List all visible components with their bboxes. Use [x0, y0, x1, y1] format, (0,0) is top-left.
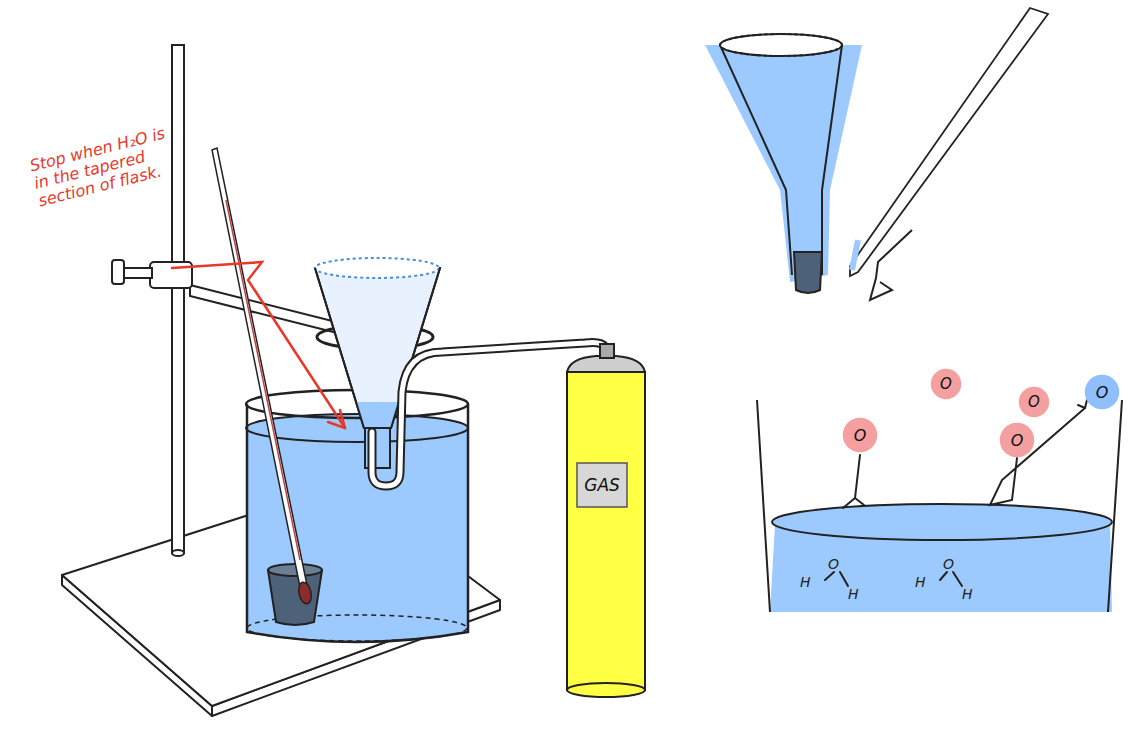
atom-circle: O [842, 417, 878, 453]
handwritten-note: Stop when H₂O is in the tapered section … [28, 124, 177, 210]
atom-symbol: O [940, 375, 952, 393]
funnel [315, 258, 440, 468]
atom-circle: O [930, 368, 962, 400]
hydrogen-label: H [800, 574, 811, 590]
small-cup [268, 564, 322, 625]
beaker [246, 390, 468, 642]
annotation-arrow [172, 262, 345, 428]
cylinder-label: GAS [576, 462, 628, 508]
molecule-arrows [825, 400, 1087, 586]
oxygen-label: O [943, 556, 954, 572]
detail-pipette [850, 8, 1048, 300]
atom-symbol: O [1096, 383, 1109, 402]
atom-circle: O [999, 422, 1035, 458]
detail-beaker [757, 400, 1122, 612]
atom-circle: O [1084, 374, 1120, 410]
gas-label: GAS [584, 475, 620, 495]
gas-cylinder [567, 344, 645, 697]
hydrogen-label: H [848, 586, 859, 602]
atom-symbol: O [1028, 393, 1040, 411]
hydrogen-label: H [915, 574, 926, 590]
oxygen-label: O [828, 556, 839, 572]
stand-rod [172, 45, 184, 556]
hydrogen-label: H [962, 586, 973, 602]
detail-funnel [705, 34, 862, 293]
thermometer [212, 148, 313, 605]
atom-symbol: O [854, 426, 867, 445]
atom-circle: O [1018, 386, 1050, 418]
atom-symbol: O [1011, 431, 1024, 450]
